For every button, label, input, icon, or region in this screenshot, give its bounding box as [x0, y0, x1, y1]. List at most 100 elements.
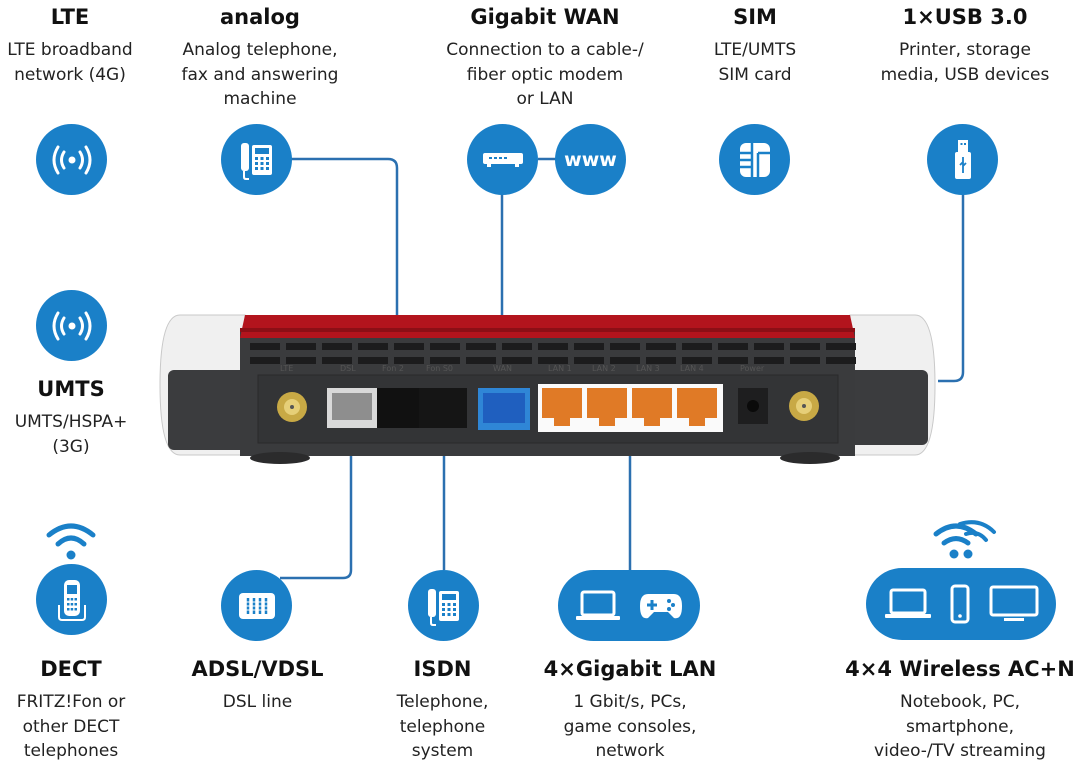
- port-label-wan: WAN: [493, 364, 512, 373]
- feature-desc-line: telephones: [23, 741, 119, 761]
- laptop-gamepad-icon: [558, 570, 700, 641]
- feature-desc-line: DSL line: [222, 692, 293, 712]
- feature-desc-line: SIM card: [718, 64, 792, 85]
- connector-analog: [280, 157, 399, 360]
- port-label-lan-2: LAN 2: [592, 364, 616, 373]
- vent-slot: [394, 357, 424, 364]
- vent-slot: [754, 357, 784, 364]
- port-fon-2: [377, 388, 419, 428]
- feature-desc-line: other DECT: [22, 716, 120, 737]
- vent-slot: [718, 343, 748, 350]
- modem-icon: [467, 124, 538, 195]
- monitor-icon: [989, 585, 1038, 621]
- vent-slot: [358, 343, 388, 350]
- vent-slot: [466, 357, 496, 364]
- laptop-phone-monitor-icon: [866, 568, 1056, 640]
- vent-slot: [826, 357, 856, 364]
- port-label-fon-s0: Fon S0: [426, 364, 453, 373]
- feature-desc-line: or LAN: [516, 89, 574, 109]
- feature-usb: 1×USB 3.0 Printer, storage media, USB de…: [855, 4, 1075, 87]
- connector-dsl: [280, 430, 353, 580]
- smartphone-icon: [950, 584, 970, 624]
- vent-slot: [682, 343, 712, 350]
- feature-desc-line: FRITZ!Fon or: [16, 692, 126, 712]
- vent-slot: [718, 357, 748, 364]
- vent-slot: [322, 357, 352, 364]
- antenna-signal-icon: [36, 290, 107, 361]
- vent-slot: [286, 357, 316, 364]
- feature-dsl: ADSL/VDSL DSL line: [170, 656, 345, 715]
- feature-title: Gigabit WAN: [470, 5, 620, 29]
- feature-title: ISDN: [413, 657, 472, 681]
- port-label-lan-1: LAN 1: [548, 364, 572, 373]
- port-lan-latch: [644, 418, 660, 426]
- vent-slot: [610, 343, 640, 350]
- desk-phone-icon: [221, 124, 292, 195]
- port-label-power: Power: [740, 364, 765, 373]
- port-label-lan-4: LAN 4: [680, 364, 704, 373]
- vent-slot: [358, 357, 388, 364]
- feature-sim: SIM LTE/UMTS SIM card: [690, 4, 820, 87]
- feature-desc-line: Printer, storage: [899, 40, 1031, 60]
- port-lan-4: [677, 388, 717, 418]
- port-lan-latch: [554, 418, 570, 426]
- vent-slot: [250, 343, 280, 350]
- port-label-lan-3: LAN 3: [636, 364, 660, 373]
- cordless-phone-icon: [36, 564, 107, 635]
- feature-isdn: ISDN Telephone, telephone system: [375, 656, 510, 764]
- vent-slot: [538, 343, 568, 350]
- feature-title: 4×4 Wireless AC+N: [845, 657, 1075, 681]
- feature-desc-line: telephone: [399, 716, 486, 737]
- wifi-icon: [43, 520, 99, 566]
- port-lan-1: [542, 388, 582, 418]
- feature-desc-line: fiber optic modem: [466, 64, 624, 85]
- feature-title: SIM: [733, 5, 777, 29]
- feature-title: 4×Gigabit LAN: [543, 657, 717, 681]
- www-icon-text: www: [564, 148, 617, 171]
- port-fon-s0: [419, 388, 467, 428]
- port-label-dsl: DSL: [340, 364, 356, 373]
- port-lan-latch: [599, 418, 615, 426]
- vent-slot: [430, 357, 460, 364]
- vent-slot: [754, 343, 784, 350]
- feature-umts: UMTS UMTS/HSPA+ (3G): [0, 376, 142, 459]
- feature-dect: DECT FRITZ!Fon or other DECT telephones: [0, 656, 142, 764]
- vent-slot: [394, 343, 424, 350]
- feature-desc-line: (3G): [52, 436, 90, 457]
- vent-slot: [286, 343, 316, 350]
- vent-slot: [574, 357, 604, 364]
- feature-title: 1×USB 3.0: [902, 5, 1028, 29]
- feature-desc-line: network: [595, 741, 665, 761]
- vent-slot: [250, 357, 280, 364]
- port-lan-latch: [689, 418, 705, 426]
- feature-desc-line: UMTS/HSPA+: [14, 412, 128, 432]
- port-lan-3: [632, 388, 672, 418]
- feature-gigabit-wan: Gigabit WAN Connection to a cable-/ fibe…: [420, 4, 670, 112]
- vent-slot: [538, 357, 568, 364]
- dsl-splitter-icon: [221, 570, 292, 641]
- feature-desc-line: 1 Gbit/s, PCs,: [573, 692, 687, 712]
- feature-title: ADSL/VDSL: [191, 657, 324, 681]
- vent-slot: [790, 343, 820, 350]
- feature-wireless: 4×4 Wireless AC+N Notebook, PC, smartpho…: [840, 656, 1080, 764]
- vent-slot: [790, 357, 820, 364]
- feature-desc-line: fax and answering: [181, 64, 339, 85]
- port-label-lte: LTE: [280, 364, 294, 373]
- desk-phone-icon: [408, 570, 479, 641]
- vent-slot: [322, 343, 352, 350]
- feature-title: UMTS: [37, 377, 105, 401]
- vent-slot: [574, 343, 604, 350]
- router-top-red: [240, 315, 855, 338]
- router-back-panel: LTE DSL Fon 2 Fon S0 WAN LAN 1 LAN 2 LAN…: [150, 310, 940, 470]
- feature-title: analog: [220, 5, 300, 29]
- feature-desc-line: Analog telephone,: [182, 40, 338, 60]
- port-lan-2: [587, 388, 627, 418]
- usb-stick-icon: [927, 124, 998, 195]
- connector-usb: [938, 190, 965, 383]
- antenna-signal-icon: [36, 124, 107, 195]
- sim-card-icon: [719, 124, 790, 195]
- wifi-ac-n-icon: [930, 518, 1000, 566]
- vent-slot: [682, 357, 712, 364]
- feature-desc-line: Telephone,: [396, 692, 489, 712]
- feature-desc-line: game consoles,: [563, 716, 697, 737]
